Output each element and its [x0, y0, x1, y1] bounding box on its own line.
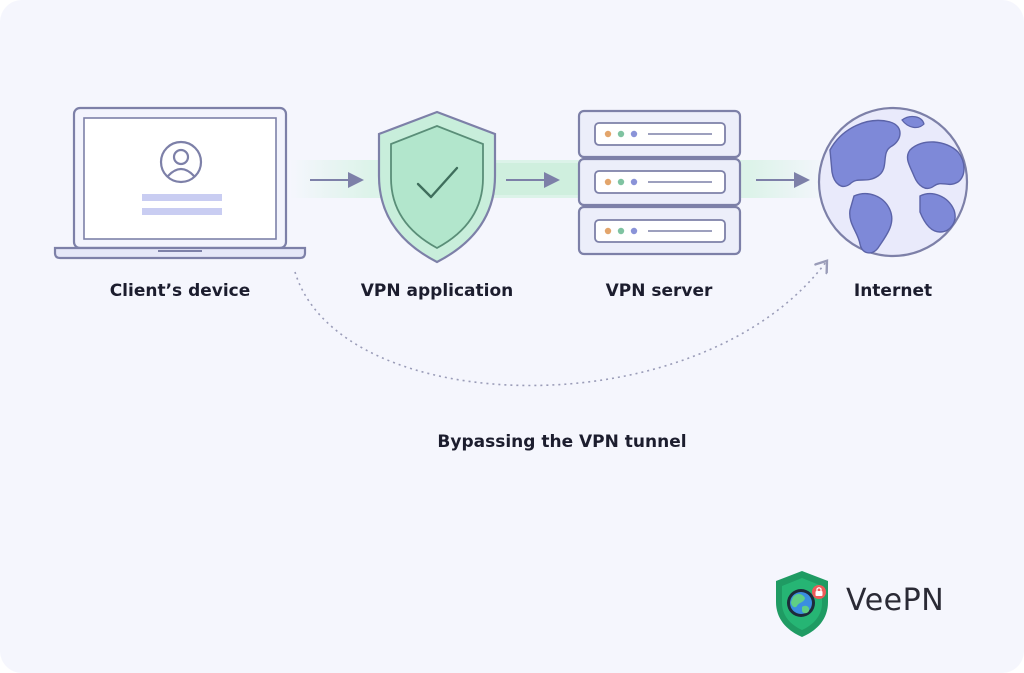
client-device-label: Client’s device: [109, 281, 251, 301]
server-icon: [577, 109, 742, 256]
globe-icon: [817, 106, 969, 258]
bypass-tunnel-label: Bypassing the VPN tunnel: [437, 432, 687, 452]
internet-label: Internet: [853, 281, 933, 301]
vpn-application-label: VPN application: [360, 281, 514, 301]
shield-check-icon: [377, 110, 497, 264]
vpn-server-label: VPN server: [605, 281, 713, 301]
bypass-curve: [294, 262, 826, 387]
laptop-icon: [53, 106, 307, 260]
veepn-logo-icon: [776, 571, 828, 637]
veepn-brand-name: VeePN: [846, 583, 945, 618]
